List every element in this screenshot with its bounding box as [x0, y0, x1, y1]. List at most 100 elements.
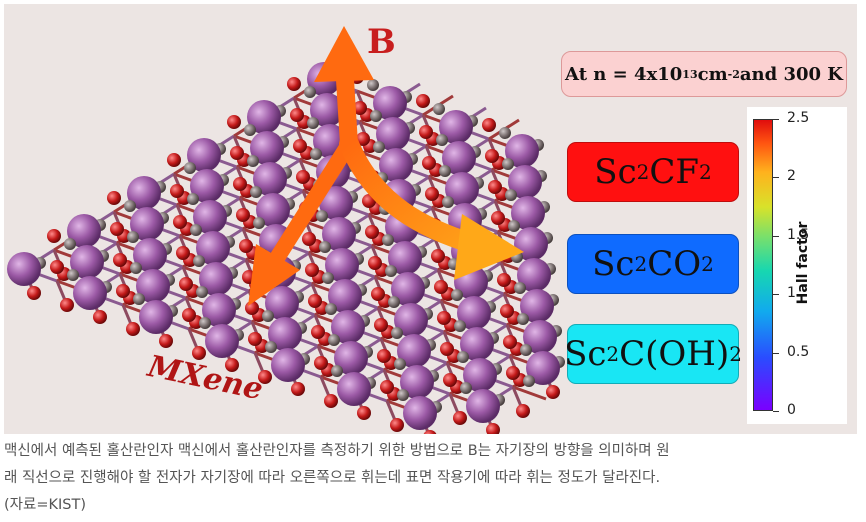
carbon-atom	[250, 186, 262, 198]
scandium-atom	[136, 269, 170, 303]
oxygen-atom	[365, 225, 379, 239]
oxygen-atom	[314, 356, 328, 370]
formula-part: Sc	[594, 152, 637, 192]
scandium-atom	[133, 238, 167, 272]
formula-part: CF	[649, 152, 699, 192]
carbon-atom	[331, 365, 343, 377]
oxygen-atom	[516, 404, 530, 418]
oxygen-atom	[176, 246, 190, 260]
scandium-atom	[193, 200, 227, 234]
mxene-lattice-illustration	[7, 26, 565, 434]
scandium-atom	[187, 138, 221, 172]
oxygen-atom	[291, 382, 305, 396]
oxygen-atom	[182, 308, 196, 322]
colorbar-tick-mark	[773, 119, 779, 120]
scandium-atom	[379, 148, 413, 182]
oxygen-atom	[437, 311, 451, 325]
oxygen-atom	[239, 239, 253, 253]
oxygen-atom	[173, 215, 187, 229]
scandium-atom	[394, 303, 428, 337]
curved-path-arrow-head	[454, 214, 524, 280]
carbon-atom	[520, 344, 532, 356]
oxygen-atom	[233, 177, 247, 191]
oxygen-atom	[305, 263, 319, 277]
straight-path-arrow-shaft	[264, 136, 357, 274]
carbon-atom	[199, 317, 211, 329]
carbon-atom	[454, 320, 466, 332]
carbon-atom	[523, 375, 535, 387]
colorbar-tick-label: 1	[787, 285, 796, 302]
caption-source: (자료=KIST)	[4, 497, 86, 513]
carbon-atom	[451, 289, 463, 301]
scandium-atom	[325, 248, 359, 282]
scandium-atom	[319, 186, 353, 220]
scandium-atom	[265, 286, 299, 320]
scandium-atom	[328, 279, 362, 313]
caption-line-2: 래 직선으로 진행해야 할 전자가 자기장에 따라 오른쪽으로 휘는데 표면 작…	[4, 470, 661, 486]
carbon-atom	[388, 296, 400, 308]
carbon-atom	[253, 217, 265, 229]
carbon-atom	[460, 382, 472, 394]
scandium-atom	[205, 324, 239, 358]
scandium-atom	[337, 372, 371, 406]
image-caption: 맥신에서 예측된 홀산란인자 맥신에서 홀산란인자를 측정하기 위한 방법으로 …	[4, 438, 862, 519]
oxygen-atom	[485, 149, 499, 163]
oxygen-atom	[308, 294, 322, 308]
scandium-atom	[190, 169, 224, 203]
carbon-atom	[385, 265, 397, 277]
scandium-atom	[67, 214, 101, 248]
scandium-atom	[388, 241, 422, 275]
scandium-atom	[511, 196, 545, 230]
carbon-atom	[373, 141, 385, 153]
carbon-atom	[127, 231, 139, 243]
carbon-atom	[244, 124, 256, 136]
carbon-atom	[322, 272, 334, 284]
carbon-atom	[394, 358, 406, 370]
scandium-atom	[463, 358, 497, 392]
oxygen-atom	[60, 298, 74, 312]
scandium-atom	[127, 176, 161, 210]
colorbar-tick-mark	[773, 411, 779, 412]
oxygen-atom	[431, 249, 445, 263]
magnetic-field-label: B	[367, 22, 396, 62]
oxygen-atom	[482, 118, 496, 132]
scandium-atom	[373, 86, 407, 120]
oxygen-atom	[287, 77, 301, 91]
carbon-atom	[502, 158, 514, 170]
scandium-atom	[7, 252, 41, 286]
oxygen-atom	[491, 211, 505, 225]
straight-path-arrow-head	[248, 244, 300, 306]
curved-path-arrow-shaft	[339, 134, 484, 254]
oxygen-atom	[227, 115, 241, 129]
electron-path-arrows	[248, 26, 524, 306]
colorbar-tick-mark	[773, 235, 779, 237]
scandium-atom	[397, 334, 431, 368]
carbon-atom	[439, 165, 451, 177]
oxygen-atom	[486, 423, 500, 434]
caption-line-1: 맥신에서 예측된 홀산란인자 맥신에서 홀산란인자를 측정하기 위한 방법으로 …	[4, 443, 670, 459]
oxygen-atom	[425, 187, 439, 201]
oxygen-atom	[116, 284, 130, 298]
oxygen-atom	[546, 385, 560, 399]
scandium-atom	[73, 276, 107, 310]
oxygen-atom	[126, 322, 140, 336]
formula-subscript: 2	[698, 160, 712, 184]
scandium-atom	[322, 217, 356, 251]
scandium-atom	[508, 165, 542, 199]
scandium-atom	[139, 300, 173, 334]
carbon-atom	[265, 341, 277, 353]
oxygen-atom	[110, 222, 124, 236]
scandium-atom	[391, 272, 425, 306]
oxygen-atom	[179, 277, 193, 291]
carbon-atom	[514, 282, 526, 294]
scandium-atom	[445, 172, 479, 206]
scandium-atom	[130, 207, 164, 241]
oxygen-atom	[93, 310, 107, 324]
colorbar-tick-label: 0	[787, 402, 796, 418]
scandium-atom	[460, 327, 494, 361]
colorbar-tick-mark	[773, 352, 779, 354]
carbon-atom	[130, 262, 142, 274]
condition-unit: cm	[697, 63, 728, 85]
